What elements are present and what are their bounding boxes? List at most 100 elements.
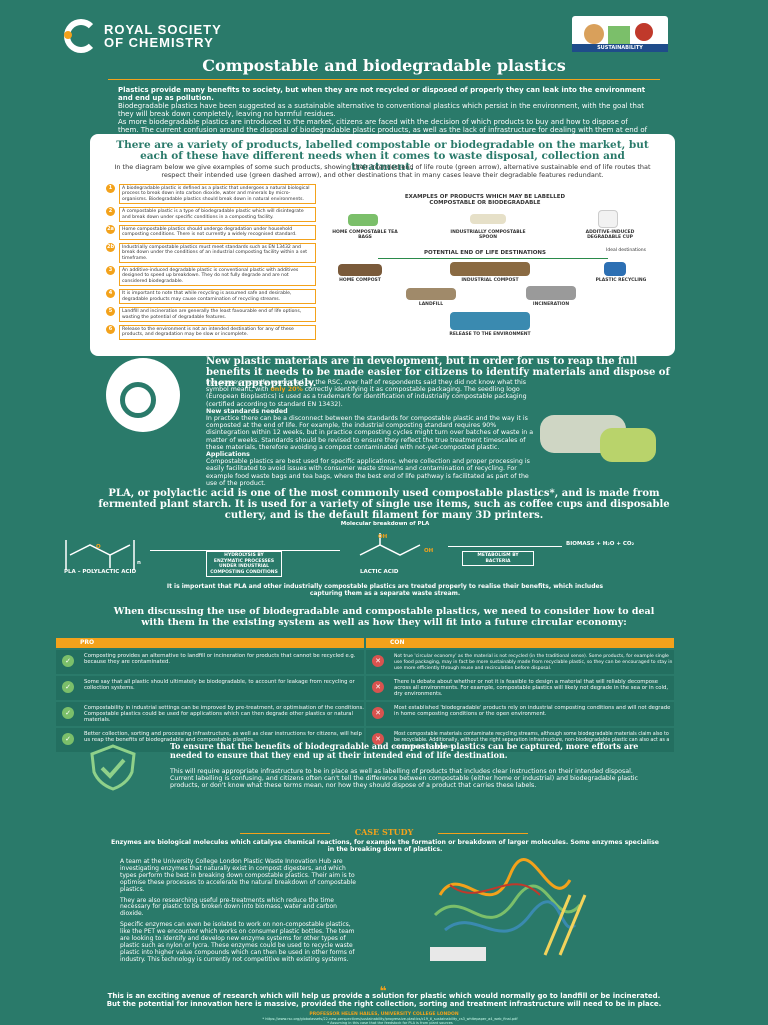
route-arrow: [378, 258, 608, 259]
oh-label-2: OH: [424, 548, 434, 554]
biomass-products: BIOMASS + H₂O + CO₂: [566, 541, 635, 547]
industrial-compost-icon: [450, 262, 530, 276]
development-p3: Compostable plastics are best used for s…: [206, 458, 530, 487]
check-icon: ✓: [62, 681, 74, 693]
ideal-destinations-label: Ideal destinations: [606, 248, 646, 253]
rsc-logo-text: ROYAL SOCIETY OF CHEMISTRY: [104, 23, 222, 49]
pro-row: ✓Compostability in industrial settings c…: [56, 702, 364, 726]
case-study-title: CASE STUDY: [354, 827, 414, 837]
development-p1-end: correctly identifying it as compostable …: [206, 386, 527, 408]
list-text: Landfill and incineration are generally …: [119, 307, 316, 322]
hydrolysis-box: HYDROLYSIS BY ENZYMATIC PROCESSES UNDER …: [206, 551, 282, 577]
pro-row: ✓ Some say that all plastic should ultima…: [56, 676, 364, 700]
cross-icon: ✕: [372, 655, 384, 667]
development-body: In a survey recently conducted by the RS…: [206, 379, 536, 487]
pro-text: Some say that all plastic should ultimat…: [84, 679, 355, 691]
case-rule-right: [438, 833, 528, 834]
pro-row: ✓ Composting provides an alternative to l…: [56, 650, 364, 674]
list-number: 2: [106, 207, 115, 217]
list-number: 3: [106, 266, 115, 276]
dest-plastic-recycling: PLASTIC RECYCLING: [595, 278, 647, 283]
con-row: ✕Most established 'biodegradable' produc…: [366, 702, 674, 726]
intro-bold: Plastics provide many benefits to societ…: [118, 86, 646, 102]
case-body: A team at the University College London …: [120, 858, 360, 968]
diagram-title: EXAMPLES OF PRODUCTS WHICH MAY BE LABELL…: [404, 194, 566, 206]
pro-text: Composting provides an alternative to la…: [84, 653, 356, 665]
list-number: 1: [106, 184, 115, 193]
list-text: Industrially compostable plastics must m…: [119, 242, 316, 264]
footnote-1: * https://www.rsc.org/globalassets/22-ne…: [262, 1017, 518, 1021]
rsc-logo-icon: [64, 19, 98, 53]
list-text: A biodegradable plastic is defined as a …: [119, 184, 316, 205]
survey-highlight: only 20%: [270, 386, 303, 394]
list-text: Home compostable plastics should undergo…: [119, 225, 316, 240]
list-item: 5 Landfill and incineration are generally…: [106, 307, 316, 322]
ensure-body: This will require appropriate infrastruc…: [170, 768, 639, 790]
list-text: Release to the environment is not an int…: [119, 324, 316, 340]
end-of-life-diagram: EXAMPLES OF PRODUCTS WHICH MAY BE LABELL…: [330, 186, 660, 351]
page-title: Compostable and biodegradable plastics: [202, 56, 566, 75]
potential-destinations-label: POTENTIAL END OF LIFE DESTINATIONS: [423, 250, 546, 256]
logo-line2: OF CHEMISTRY: [104, 35, 214, 50]
development-heading: New plastic materials are in development…: [206, 356, 670, 389]
oxygen-label: O: [96, 544, 101, 550]
cross-icon: ✕: [372, 681, 384, 693]
panel-subtext: In the diagram below we give examples of…: [114, 163, 651, 179]
development-sub1: New standards needed: [206, 407, 288, 415]
con-text: Not true 'circular economy' as the mater…: [394, 654, 673, 672]
quote-attribution: PROFESSOR HELEN HAILES, UNIVERSITY COLLE…: [309, 1012, 459, 1017]
pla-label: PLA – POLYLACTIC ACID: [64, 569, 137, 575]
list-item: 4 It is important to note that while recy…: [106, 289, 316, 305]
list-number: 5: [106, 307, 115, 317]
seedling-ring: [120, 382, 156, 418]
con-row: ✕ Not true 'circular economy' as the mate…: [366, 650, 674, 674]
home-compost-icon: [338, 264, 382, 276]
pla-heading: PLA, or polylactic acid is one of the mo…: [98, 488, 670, 521]
footnote-2: * Assuming in this case that the feedsto…: [327, 1021, 453, 1025]
check-icon: ✓: [62, 733, 74, 745]
recycling-bin-icon: [604, 262, 626, 276]
ensure-heading: To ensure that the benefits of biodegrad…: [170, 741, 639, 760]
dest-incineration: INCINERATION: [532, 302, 570, 307]
check-icon: ✓: [62, 707, 74, 719]
case-p2: They are also researching useful pre-tre…: [120, 896, 337, 918]
list-item: 1 A biodegradable plastic is defined as a…: [106, 184, 316, 205]
quote-text: This is an exciting avenue of research w…: [106, 992, 662, 1008]
cross-icon: ✕: [372, 733, 384, 745]
check-icon: ✓: [62, 655, 74, 667]
con-row: ✕There is debate about whether or not it…: [366, 676, 674, 700]
pro-text: Better collection, sorting and processin…: [84, 731, 362, 743]
enzyme-illustration-icon: [430, 858, 587, 961]
case-p1: A team at the University College London …: [120, 858, 356, 893]
list-text: A compostable plastic is a type of biode…: [119, 207, 316, 223]
hydrolysis-arrow: [150, 550, 340, 551]
products-panel: There are a variety of products, labelle…: [90, 134, 675, 356]
list-number: 4: [106, 289, 115, 299]
dest-industrial-compost: INDUSTRIAL COMPOST: [461, 278, 519, 283]
panel-heading: There are a variety of products, labelle…: [116, 139, 649, 173]
list-text: It is important to note that while recyc…: [119, 289, 316, 305]
con-text: Most compostable materials contaminate r…: [394, 732, 670, 750]
ocean-icon: [450, 312, 530, 330]
title-rule: [108, 79, 660, 80]
incineration-icon: [526, 286, 576, 300]
shield-check-icon: [90, 744, 136, 791]
spoon-icon: [470, 214, 506, 224]
landfill-icon: [406, 288, 456, 300]
dest-release-environment: RELEASE TO THE ENVIRONMENT: [449, 332, 531, 337]
molecule-title: Molecular breakdown of PLA: [340, 521, 430, 527]
cup-icon: [598, 210, 618, 228]
definition-list: 1 A biodegradable plastic is defined as a…: [106, 184, 316, 343]
badge-illustration: [584, 23, 653, 44]
oh-label-1: OH: [378, 534, 388, 540]
case-rule-left: [240, 833, 330, 834]
badge-label: SUSTAINABILITY: [572, 44, 668, 52]
development-p1-start: In a survey recently conducted by the RS…: [206, 379, 527, 394]
development-p1: In a survey recently conducted by the RS…: [206, 379, 536, 408]
dest-home-compost: HOME COMPOST: [339, 278, 381, 283]
molecule-structures: [65, 533, 421, 570]
metabolism-box: METABOLISM BY BACTERIA: [462, 551, 534, 566]
